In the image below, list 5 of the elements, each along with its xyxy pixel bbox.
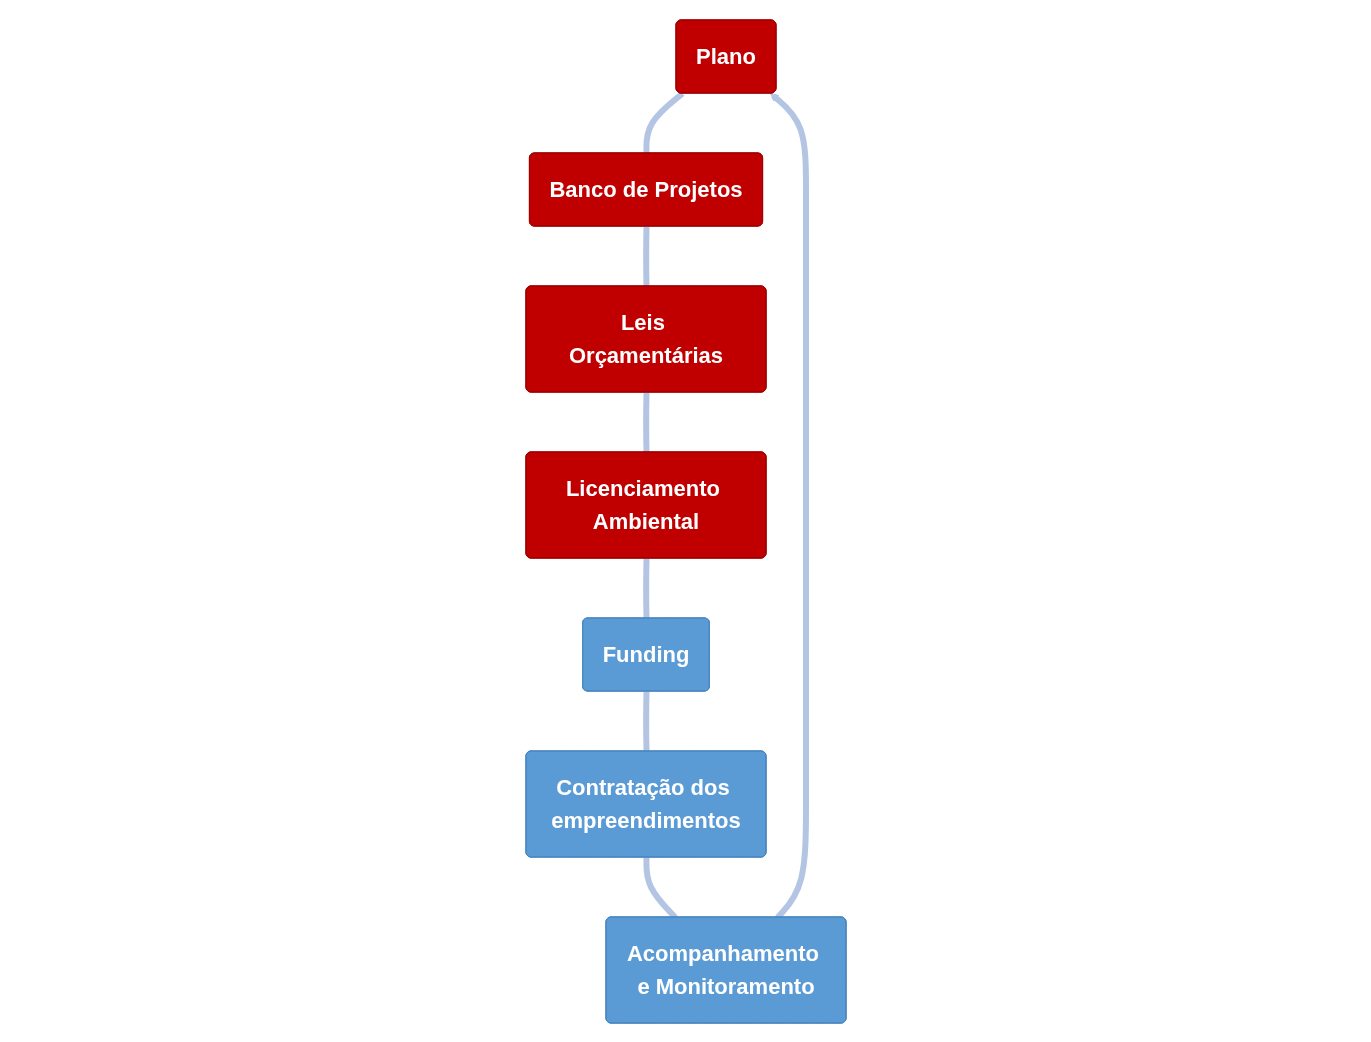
connector: [642, 90, 684, 154]
connector: [642, 557, 649, 619]
connector: [642, 690, 649, 752]
connector: [642, 391, 649, 453]
connector: [642, 225, 649, 287]
